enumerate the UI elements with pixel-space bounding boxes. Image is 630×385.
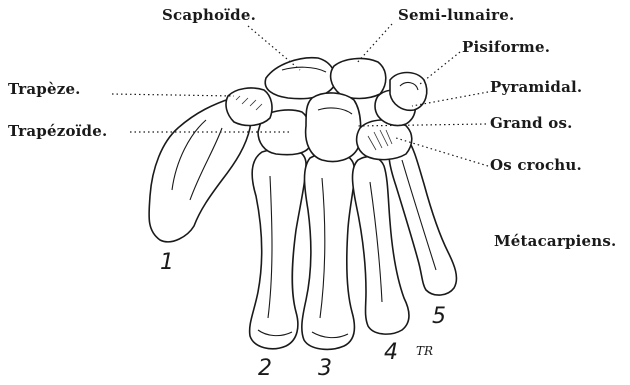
label-pyramidal: Pyramidal. [490,78,582,96]
label-grand-os: Grand os. [490,114,573,132]
label-metacarpiens: Métacarpiens. [494,232,616,250]
semi-lunaire-bone [331,59,386,99]
label-semi-lunaire: Semi-lunaire. [398,6,514,24]
metacarpal-number-5: 5 [432,304,446,329]
leader-trapeze [112,94,234,96]
os-crochu-bone [357,120,412,160]
metacarpal-number-1: 1 [160,250,174,275]
label-trapezoide: Trapézoïde. [8,122,107,140]
metacarpal-3 [302,152,355,350]
label-trapeze: Trapèze. [8,80,81,98]
grand-os-bone [306,93,361,162]
metacarpal-2 [250,148,306,349]
label-pisiforme: Pisiforme. [462,38,550,56]
metacarpal-number-3: 3 [318,356,332,381]
label-scaphoide: Scaphoïde. [162,6,256,24]
artist-signature: TR [416,344,433,358]
metacarpal-number-2: 2 [258,356,272,381]
leader-semi-lunaire [356,24,392,64]
metacarpal-number-4: 4 [384,340,398,365]
trapeze-bone [226,88,272,125]
metacarpal-5 [389,136,456,295]
label-os-crochu: Os crochu. [490,156,582,174]
leader-pisiforme [420,52,460,84]
